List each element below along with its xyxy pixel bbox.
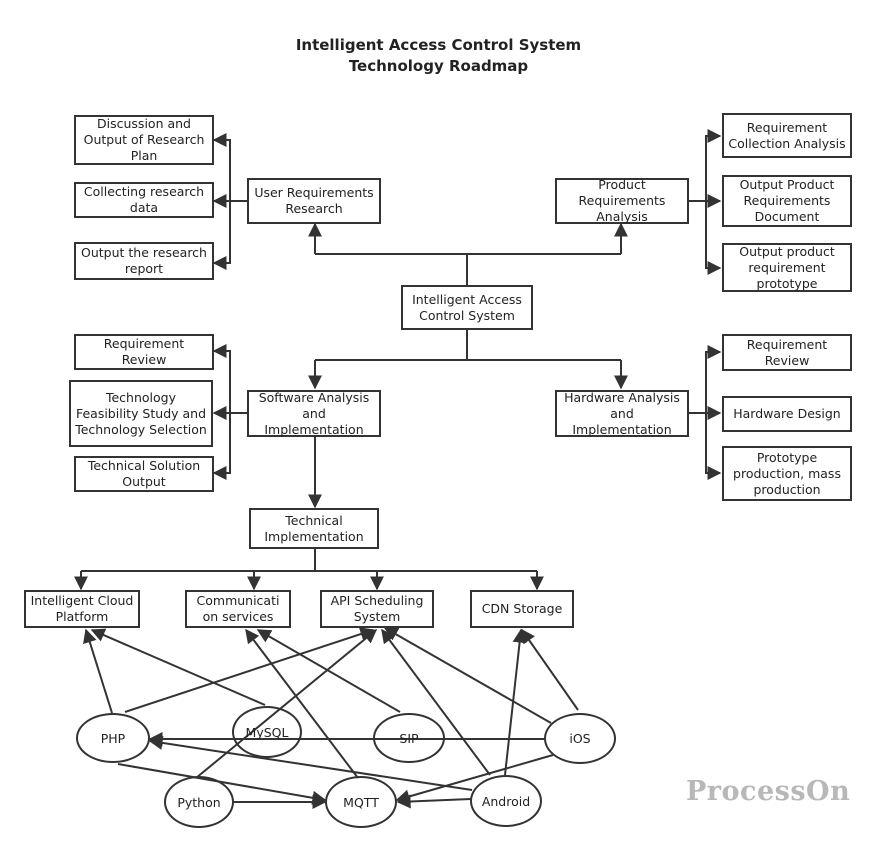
node-api: API Scheduling System (320, 590, 434, 628)
node-collecting: Collecting research data (74, 182, 214, 218)
tech-php: PHP (76, 713, 150, 763)
edge-sip-comm (256, 629, 401, 713)
node-hw-design: Hardware Design (722, 396, 852, 432)
tech-android: Android (470, 775, 542, 827)
node-output-report: Output the research report (74, 242, 214, 280)
edge-mqtt-comm (245, 628, 359, 779)
node-hardware: Hardware Analysis and Implementation (555, 390, 689, 437)
edge-php-cloud (83, 628, 113, 714)
node-product-analysis: Product Requirements Analysis (555, 177, 689, 224)
edge-php-api (124, 627, 375, 713)
edge-ios-mqtt (395, 754, 554, 804)
tech-mqtt: MQTT (325, 776, 397, 828)
diagram-title-line1: Intelligent Access Control System (295, 36, 582, 54)
node-prototype-prod: Prototype production, mass production (722, 446, 852, 501)
node-cdn: CDN Storage (470, 590, 574, 628)
node-output-prd: Output Product Requirements Document (722, 175, 852, 227)
node-feasibility: Technology Feasibility Study and Technol… (69, 380, 213, 447)
node-software: Software Analysis and Implementation (247, 390, 381, 437)
tech-python: Python (164, 776, 234, 828)
tech-mysql: MySQL (232, 706, 302, 758)
edge-python-api (195, 629, 378, 779)
edge-mysql-cloud (90, 628, 266, 706)
node-req-collection: Requirement Collection Analysis (722, 113, 852, 158)
node-comm: Communicati on services (185, 590, 291, 628)
edge-android-mqtt (396, 794, 472, 809)
edge-ios-cdn (521, 628, 579, 711)
processon-watermark: ProcessOn (686, 776, 851, 807)
node-tech-impl: Technical Implementation (249, 508, 379, 549)
edge-android-api (381, 628, 491, 776)
edge-android-cdn (504, 628, 527, 776)
diagram-title-line2: Technology Roadmap (348, 57, 529, 75)
node-hw-req-review: Requirement Review (722, 334, 852, 371)
node-cloud: Intelligent Cloud Platform (24, 590, 140, 628)
node-tech-solution: Technical Solution Output (74, 456, 214, 492)
tech-ios: iOS (544, 713, 616, 764)
node-output-prototype: Output product requirement prototype (722, 243, 852, 292)
edge-android-php (148, 735, 473, 791)
edge-ios-api (383, 627, 552, 724)
node-user-research: User Requirements Research (247, 178, 381, 224)
node-discussion: Discussion and Output of Research Plan (74, 115, 214, 165)
tech-sip: SIP (373, 713, 445, 763)
node-center: Intelligent Access Control System (401, 285, 533, 330)
node-sw-req-review: Requirement Review (74, 334, 214, 370)
